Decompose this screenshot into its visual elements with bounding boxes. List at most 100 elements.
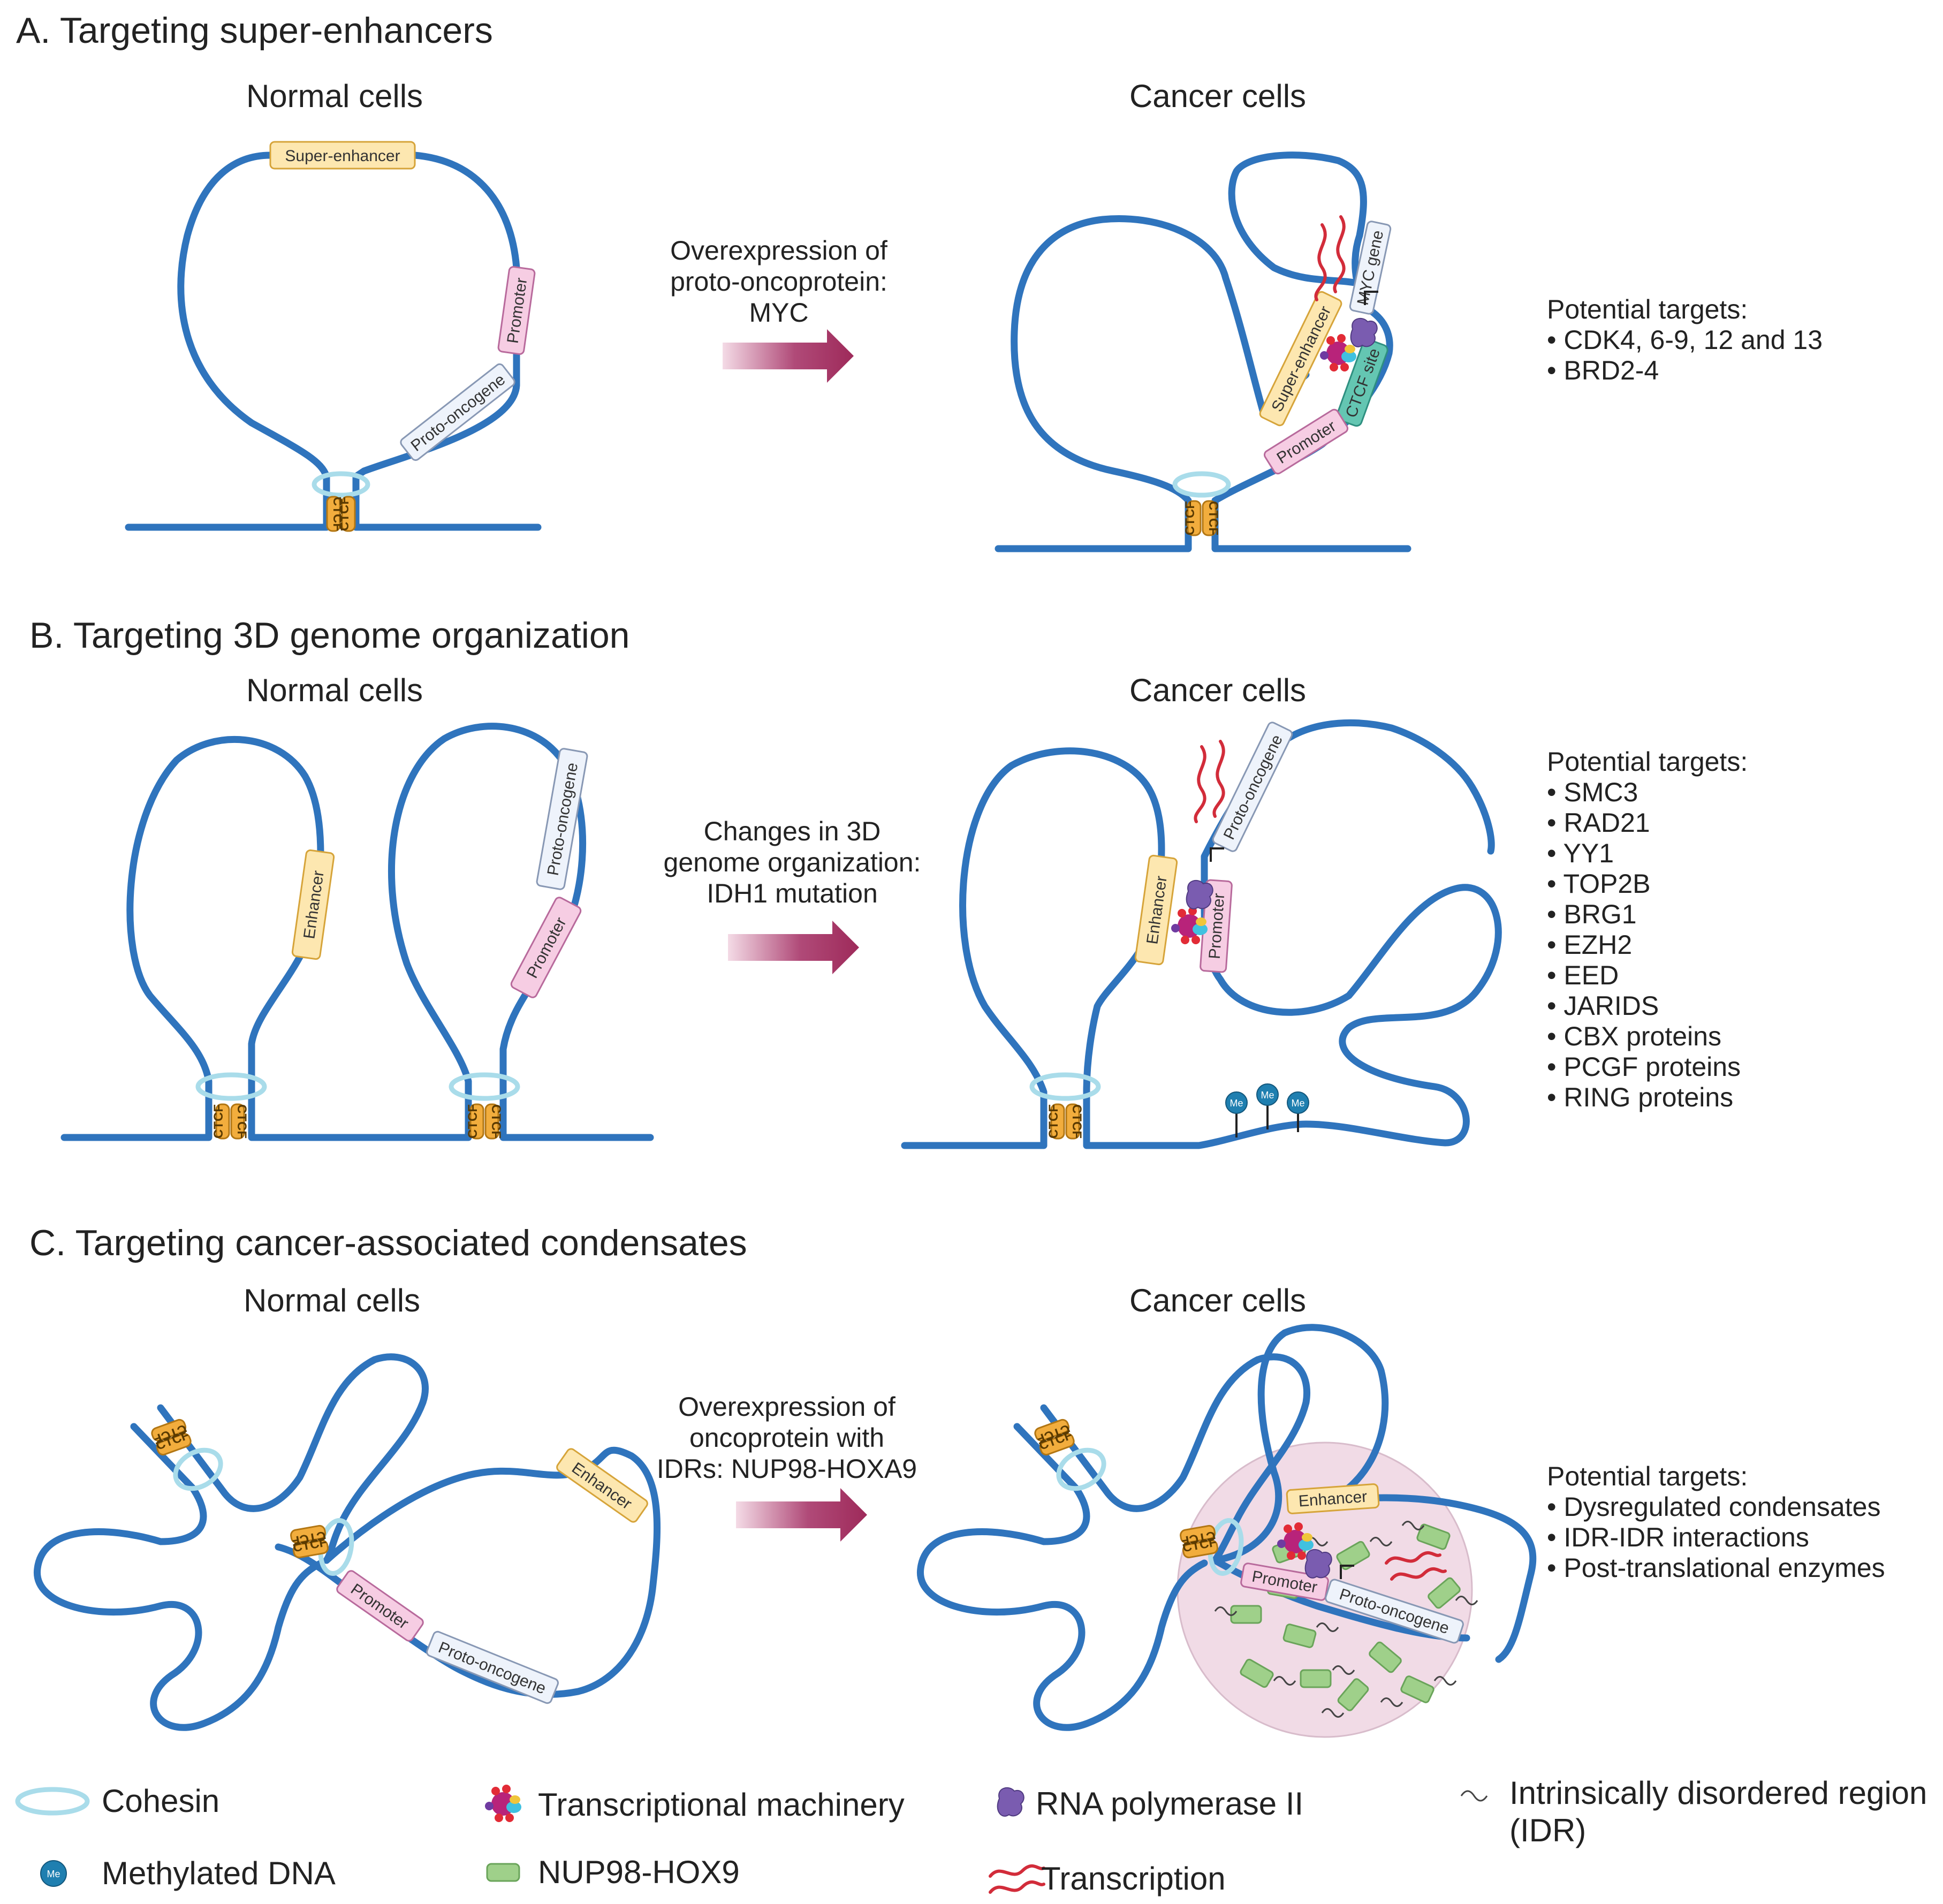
ctcf-pair: CTCF CTCF: [1046, 1103, 1084, 1140]
section-c: C. Targeting cancer-associated condensat…: [29, 1223, 1885, 1738]
dna-strand: [125, 151, 542, 531]
legend-cohesin: Cohesin: [102, 1783, 219, 1819]
me-label: Me: [47, 1869, 60, 1879]
transcription-icon: [1212, 740, 1225, 818]
target-item: • Dysregulated condensates: [1547, 1492, 1880, 1522]
target-item: • CBX proteins: [1547, 1021, 1721, 1051]
targets-c-heading: Potential targets:: [1547, 1461, 1748, 1491]
enhancer-element: Enhancer: [1134, 854, 1178, 966]
ctcf-pair: CTCF CTCF: [1179, 1524, 1219, 1559]
target-item: • SMC3: [1547, 777, 1638, 807]
arrow-c: [736, 1488, 867, 1542]
arrow-b-line1: Changes in 3D: [704, 816, 881, 846]
transcriptional-machinery-icon: [485, 1785, 521, 1822]
cohesin-ring: [449, 1072, 520, 1101]
section-b-cancer-title: Cancer cells: [1129, 672, 1306, 708]
ctcf-pair: CTCF CTCF: [466, 1103, 503, 1140]
nup98-protein: [1428, 1577, 1461, 1609]
proto-oncogene-label: Proto-oncogene: [408, 370, 509, 454]
dna-strand: [917, 1324, 1537, 1731]
targets-a-heading: Potential targets:: [1547, 294, 1748, 324]
target-item: • EZH2: [1547, 930, 1632, 960]
arrow-a: [723, 329, 854, 383]
cohesin-ring: [173, 1447, 223, 1491]
proto-oncogene-element: Proto-oncogene: [426, 1630, 559, 1704]
nup98-protein: [1400, 1675, 1435, 1703]
methylation-mark: [1225, 1091, 1248, 1114]
proto-oncogene-label: Proto-oncogene: [1220, 732, 1286, 842]
arrow-a-line1: Overexpression of: [670, 236, 887, 266]
ctcf-label: CTCF: [1183, 501, 1197, 535]
target-item: • RAD21: [1547, 808, 1650, 838]
legend-idr-line2: (IDR): [1509, 1812, 1586, 1848]
promoter-element: Promoter: [510, 897, 582, 998]
transcription-icon: [989, 1864, 1045, 1878]
transcription-icon: [1314, 223, 1327, 301]
section-a-title: A. Targeting super-enhancers: [16, 10, 493, 51]
nup98-protein: [1300, 1669, 1332, 1688]
nup98-protein: [1369, 1641, 1402, 1673]
ctcf-label: CTCF: [330, 497, 345, 531]
cohesin-ring: [1056, 1447, 1106, 1491]
arrow-c-line2: oncoprotein with: [689, 1423, 884, 1453]
target-item: • CDK4, 6-9, 12 and 13: [1547, 325, 1823, 355]
cohesin-ring: [1029, 1072, 1101, 1101]
promoter-element: Promoter: [336, 1570, 424, 1642]
legend-methylated-dna: Methylated DNA: [102, 1855, 336, 1891]
section-c-title: C. Targeting cancer-associated condensat…: [29, 1223, 747, 1263]
targets-b-heading: Potential targets:: [1547, 747, 1748, 777]
tss-arrow-icon: [1210, 847, 1224, 862]
super-enhancer-element: Super-enhancer: [269, 141, 416, 170]
nup98-protein: [1416, 1523, 1451, 1550]
super-enhancer-label: Super-enhancer: [285, 147, 400, 165]
arrow-b-line2: genome organization:: [664, 847, 921, 877]
enhancer-element: Enhancer: [291, 849, 335, 960]
transcription-icon: [1385, 1551, 1441, 1565]
arrow-a-line2: proto-oncoprotein:: [670, 267, 887, 297]
dna-strand: [34, 1353, 661, 1731]
target-item: • PCGF proteins: [1547, 1052, 1741, 1082]
cohesin-icon: [15, 1787, 90, 1816]
ctcf-label: CTCF: [211, 1104, 226, 1139]
me-label: Me: [1261, 1090, 1274, 1101]
cohesin-ring: [312, 471, 370, 498]
arrow-b-line3: IDH1 mutation: [707, 878, 878, 908]
proto-oncogene-element: Proto-oncogene: [1212, 722, 1293, 852]
ctcf-label: CTCF: [1046, 1104, 1061, 1139]
section-b: B. Targeting 3D genome organization Norm…: [29, 615, 1748, 1149]
me-label: Me: [1229, 1098, 1243, 1109]
section-c-cancer-title: Cancer cells: [1129, 1283, 1306, 1318]
arrow-c-line1: Overexpression of: [678, 1392, 895, 1422]
section-b-title: B. Targeting 3D genome organization: [29, 615, 629, 656]
target-item: • IDR-IDR interactions: [1547, 1522, 1809, 1552]
section-a-cancer-title: Cancer cells: [1129, 78, 1306, 114]
nup98-protein: [1336, 1541, 1370, 1571]
cohesin-ring: [1172, 471, 1231, 498]
target-item: • YY1: [1547, 838, 1614, 868]
transcription-icon: [1194, 745, 1206, 823]
ctcf-pair: CTCF CTCF: [1033, 1417, 1076, 1457]
ctcf-pair: CTCF CTCF: [1183, 500, 1220, 536]
legend-rna-pol: RNA polymerase II: [1036, 1786, 1303, 1822]
legend-nup98: NUP98-HOX9: [538, 1854, 740, 1890]
me-label: Me: [1291, 1098, 1304, 1109]
idr-tails: [1214, 1521, 1478, 1718]
legend-transcription: Transcription: [1041, 1861, 1226, 1897]
rna-polymerase-icon: [1304, 1549, 1332, 1579]
tss-arrow-icon: [1340, 1565, 1354, 1579]
section-c-normal-title: Normal cells: [244, 1283, 420, 1318]
nup98-protein: [1282, 1624, 1317, 1648]
enhancer-element: Enhancer: [1286, 1483, 1380, 1514]
target-item: • BRG1: [1547, 899, 1637, 929]
methylated-dna-icon: [40, 1860, 67, 1887]
tss-arrow-icon: [1364, 291, 1378, 305]
section-a: A. Targeting super-enhancers Normal cell…: [16, 10, 1823, 552]
rna-polymerase-icon: [1350, 317, 1378, 347]
target-item: • Post-translational enzymes: [1547, 1553, 1885, 1583]
promoter-element: Promoter: [497, 266, 536, 355]
idr-icon: [1460, 1790, 1488, 1802]
methylated-dna-group: Me Me Me: [1225, 1083, 1309, 1137]
nup98-protein: [1230, 1605, 1262, 1624]
target-item: • RING proteins: [1547, 1082, 1733, 1112]
